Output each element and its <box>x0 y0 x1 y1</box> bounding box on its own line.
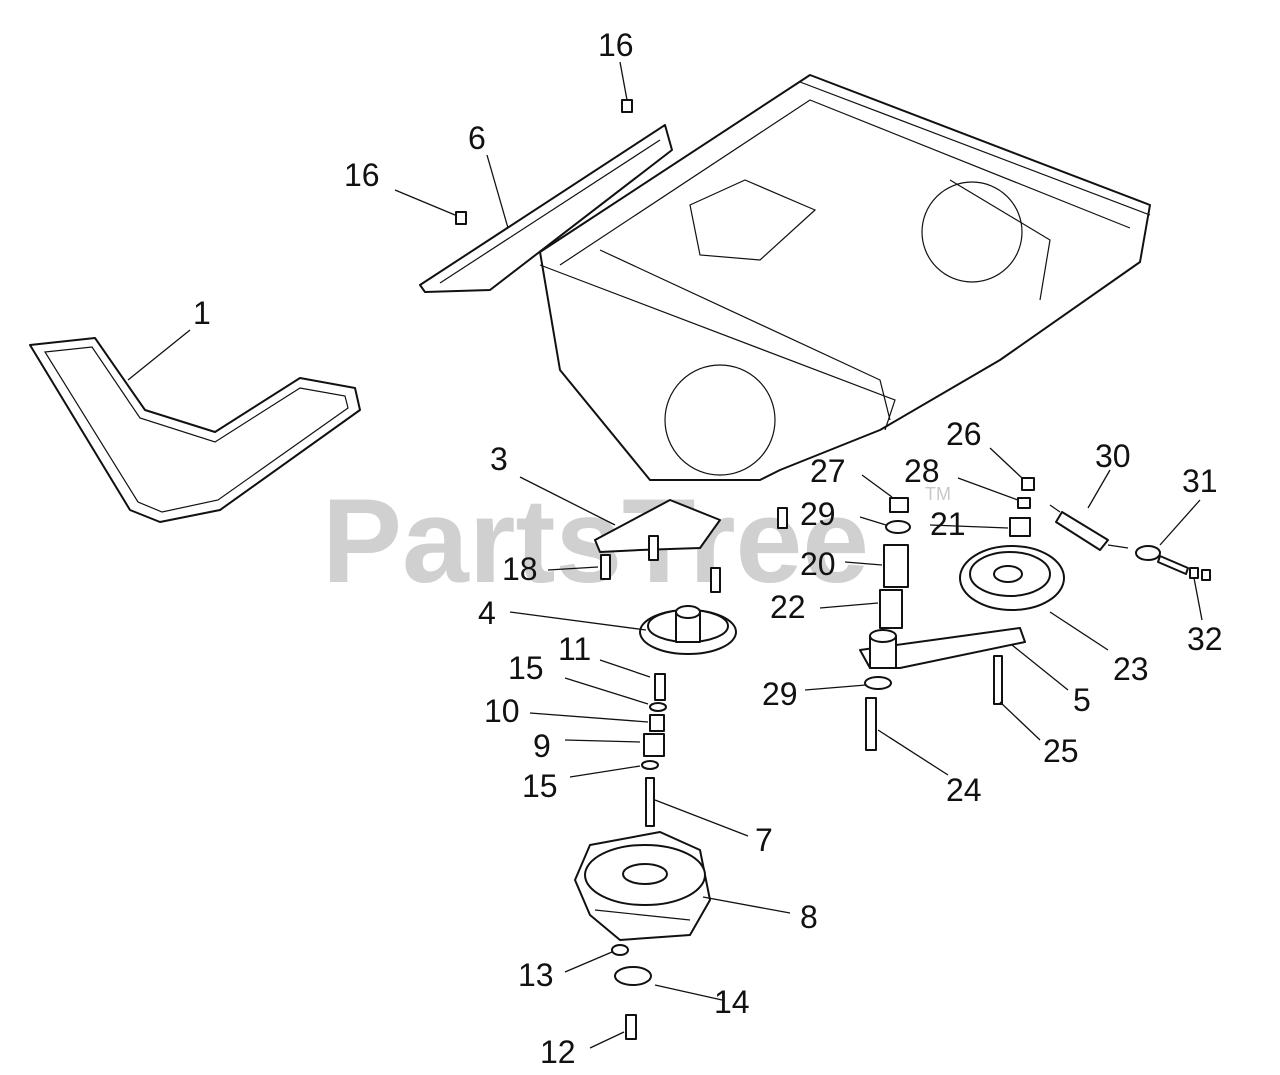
bolts-18 <box>600 507 788 593</box>
callout-12: 12 <box>540 1034 576 1070</box>
callout-25: 25 <box>1043 733 1079 769</box>
bolt-24 <box>865 697 877 751</box>
callout-11: 11 <box>558 631 591 667</box>
nut-32b <box>1201 569 1211 581</box>
idler-pulley <box>959 545 1065 611</box>
nut-32a <box>1189 567 1199 579</box>
bushing-22 <box>879 589 903 629</box>
callout-29-lower: 29 <box>762 676 798 712</box>
callout-30: 30 <box>1095 438 1131 474</box>
bolt-left <box>455 211 467 225</box>
callout-28: 28 <box>904 453 940 489</box>
spacer-stack <box>641 673 667 770</box>
callout-32: 32 <box>1187 621 1223 657</box>
pulley-4 <box>639 605 737 655</box>
callout-13: 13 <box>518 957 554 993</box>
drive-belt <box>29 337 361 523</box>
callout-29-upper: 29 <box>800 496 836 532</box>
bolt-top <box>621 99 633 113</box>
callout-14: 14 <box>714 984 750 1020</box>
callout-7: 7 <box>755 822 773 858</box>
callout-16-left: 16 <box>344 157 380 193</box>
callout-23: 23 <box>1113 651 1149 687</box>
washer-13 <box>611 944 629 956</box>
callout-1: 1 <box>193 295 211 331</box>
callout-24: 24 <box>946 772 982 808</box>
callout-6: 6 <box>468 120 486 156</box>
callout-18: 18 <box>502 551 538 587</box>
callout-3: 3 <box>490 441 508 477</box>
callout-26: 26 <box>946 416 982 452</box>
callout-22: 22 <box>770 589 806 625</box>
shaft <box>645 777 655 827</box>
nut-28 <box>1017 497 1031 509</box>
callout-8: 8 <box>800 899 818 935</box>
callout-4: 4 <box>478 595 496 631</box>
callout-20: 20 <box>800 546 836 582</box>
callout-15-lower: 15 <box>522 768 558 804</box>
washer-29-bottom <box>864 676 892 690</box>
callout-27: 27 <box>810 453 846 489</box>
mower-frame <box>539 74 1151 481</box>
nut-26 <box>1021 477 1035 491</box>
spring <box>1049 504 1129 551</box>
callout-16-top: 16 <box>598 27 634 63</box>
washer-14 <box>614 966 652 986</box>
callout-10: 10 <box>484 693 520 729</box>
washer-29-top <box>885 520 911 534</box>
callout-21: 21 <box>930 506 966 542</box>
bolt-12 <box>625 1014 637 1040</box>
nut-27 <box>889 497 909 513</box>
eye-bolt <box>1135 545 1189 575</box>
watermark-trademark: TM <box>925 484 951 504</box>
electric-clutch <box>574 831 711 941</box>
frame-plate <box>419 124 673 293</box>
bracket <box>594 499 721 553</box>
idler-arm <box>859 627 1026 669</box>
callout-31: 31 <box>1182 463 1218 499</box>
leader-lines <box>127 61 1203 1049</box>
callout-9: 9 <box>533 728 551 764</box>
callout-5: 5 <box>1073 682 1091 718</box>
callout-15-upper: 15 <box>508 650 544 686</box>
spacer-21 <box>1009 517 1031 537</box>
bushing-20 <box>883 544 909 588</box>
bolt-25 <box>993 655 1003 705</box>
